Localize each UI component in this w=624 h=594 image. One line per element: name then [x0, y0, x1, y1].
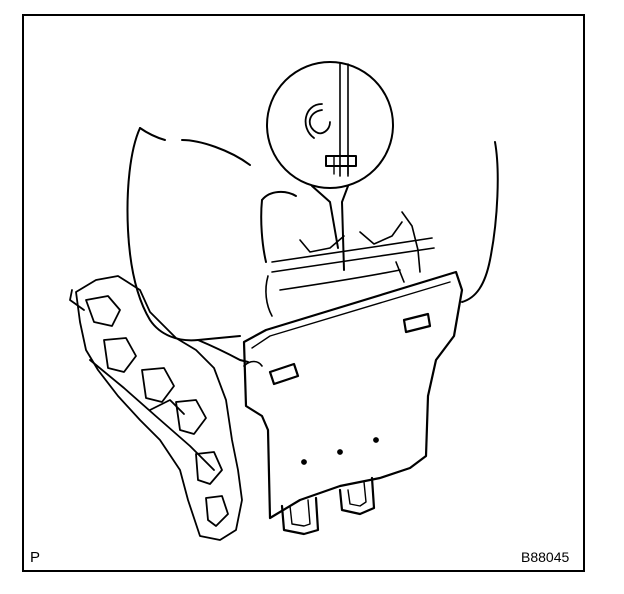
seat-frame-rods	[265, 211, 435, 317]
seat-cushion-icon	[126, 127, 251, 363]
illustration-frame	[22, 14, 585, 572]
seatback-board-icon	[242, 270, 464, 536]
corner-letter: P	[30, 549, 41, 566]
magnified-clip-detail-icon	[266, 61, 394, 271]
figure-code: B88045	[521, 549, 570, 565]
seat-cushion-right-icon	[260, 141, 499, 303]
seat-track-rail-icon	[69, 275, 243, 541]
